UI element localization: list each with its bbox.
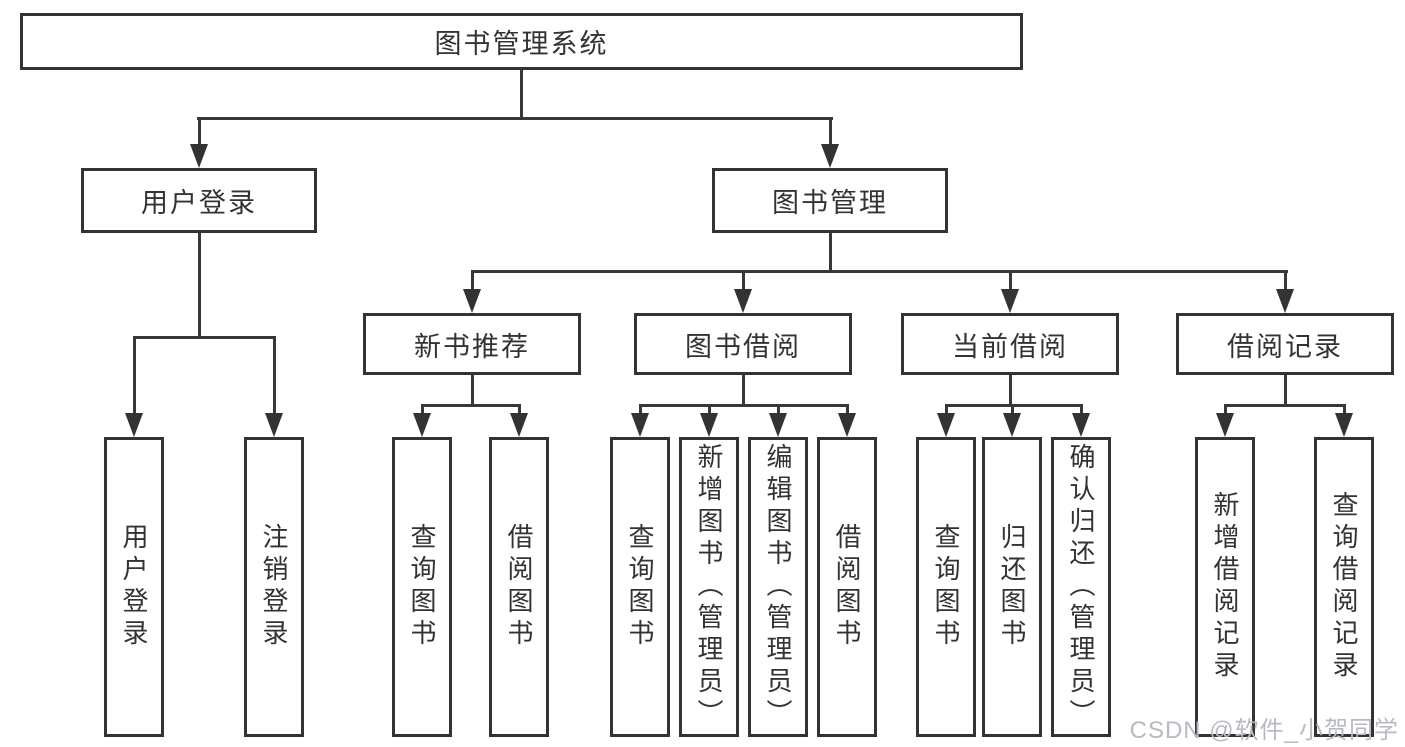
connector-line	[1009, 375, 1012, 407]
arrow-head	[1072, 413, 1090, 437]
leaf-query-books-borrow: 查询图书	[610, 437, 670, 737]
arrow-head	[1216, 413, 1234, 437]
leaf-add-book-admin: 新增图书（管理员）	[679, 437, 739, 737]
arrow-head	[734, 289, 752, 313]
connector-line	[273, 336, 276, 416]
node-current-borrow: 当前借阅	[901, 313, 1119, 375]
connector-line	[639, 404, 642, 416]
node-book-mgmt: 图书管理	[712, 168, 948, 233]
connector-line	[1080, 404, 1083, 416]
connector-line	[742, 375, 745, 407]
connector-line	[945, 404, 1083, 407]
connector-line	[1224, 404, 1346, 407]
connector-line	[421, 404, 521, 407]
watermark: CSDN @软件_小贺同学	[1129, 717, 1399, 744]
arrow-head	[265, 413, 283, 437]
node-root: 图书管理系统	[20, 13, 1023, 70]
arrow-head	[937, 413, 955, 437]
leaf-query-borrow-record: 查询借阅记录	[1314, 437, 1374, 737]
arrow-head	[190, 144, 208, 168]
connector-line	[471, 270, 1288, 273]
connector-line	[1284, 375, 1287, 407]
connector-line	[518, 404, 521, 416]
arrow-head	[1003, 413, 1021, 437]
leaf-borrow-books-recommend: 借阅图书	[489, 437, 549, 737]
connector-line	[708, 404, 711, 416]
connector-line	[777, 404, 780, 416]
connector-line	[1284, 270, 1287, 292]
arrow-head	[413, 413, 431, 437]
node-new-book-recommend: 新书推荐	[363, 313, 581, 375]
connector-line	[133, 336, 136, 416]
connector-line	[1224, 404, 1227, 416]
connector-line	[198, 233, 201, 337]
arrow-head	[1276, 289, 1294, 313]
leaf-confirm-return-admin: 确认归还（管理员）	[1051, 437, 1111, 737]
arrow-head	[510, 413, 528, 437]
leaf-logout: 注销登录	[244, 437, 304, 737]
connector-line	[471, 270, 474, 292]
connector-line	[1011, 404, 1014, 416]
connector-line	[945, 404, 948, 416]
arrow-head	[769, 413, 787, 437]
connector-line	[471, 375, 474, 407]
leaf-edit-book-admin: 编辑图书（管理员）	[748, 437, 808, 737]
arrow-head	[125, 413, 143, 437]
arrow-head	[700, 413, 718, 437]
connector-line	[133, 336, 276, 339]
leaf-add-borrow-record: 新增借阅记录	[1195, 437, 1255, 737]
leaf-query-books-current: 查询图书	[916, 437, 976, 737]
connector-line	[1343, 404, 1346, 416]
connector-line	[197, 117, 833, 120]
connector-line	[846, 404, 849, 416]
arrow-head	[1335, 413, 1353, 437]
connector-line	[829, 233, 832, 273]
connector-line	[742, 270, 745, 292]
leaf-user-login: 用户登录	[104, 437, 164, 737]
arrow-head	[1001, 289, 1019, 313]
leaf-query-books-recommend: 查询图书	[392, 437, 452, 737]
connector-line	[1009, 270, 1012, 292]
arrow-head	[631, 413, 649, 437]
connector-line	[198, 117, 201, 149]
leaf-borrow-books: 借阅图书	[817, 437, 877, 737]
connector-line	[421, 404, 424, 416]
arrow-head	[463, 289, 481, 313]
connector-line	[829, 117, 832, 149]
node-borrow-records: 借阅记录	[1176, 313, 1394, 375]
connector-line	[520, 68, 523, 118]
node-book-borrow: 图书借阅	[634, 313, 852, 375]
node-user-login: 用户登录	[81, 168, 317, 233]
arrow-head	[838, 413, 856, 437]
connector-line	[639, 404, 849, 407]
arrow-head	[821, 144, 839, 168]
leaf-return-book: 归还图书	[982, 437, 1042, 737]
